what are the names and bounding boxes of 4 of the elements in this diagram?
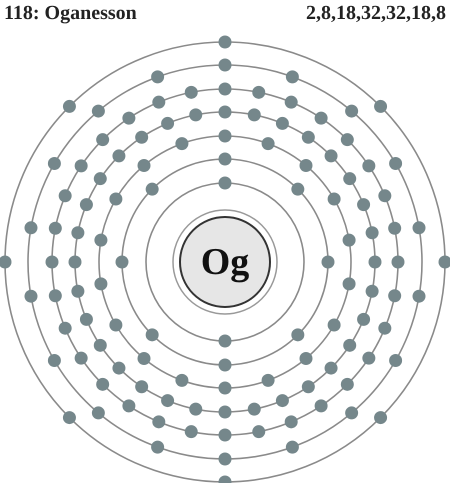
element-title: 118: Oganesson (4, 2, 137, 25)
electron-configuration: 2,8,18,32,32,18,8 (306, 2, 446, 25)
nucleus-circle (179, 216, 271, 308)
element-symbol: Og (200, 240, 250, 284)
